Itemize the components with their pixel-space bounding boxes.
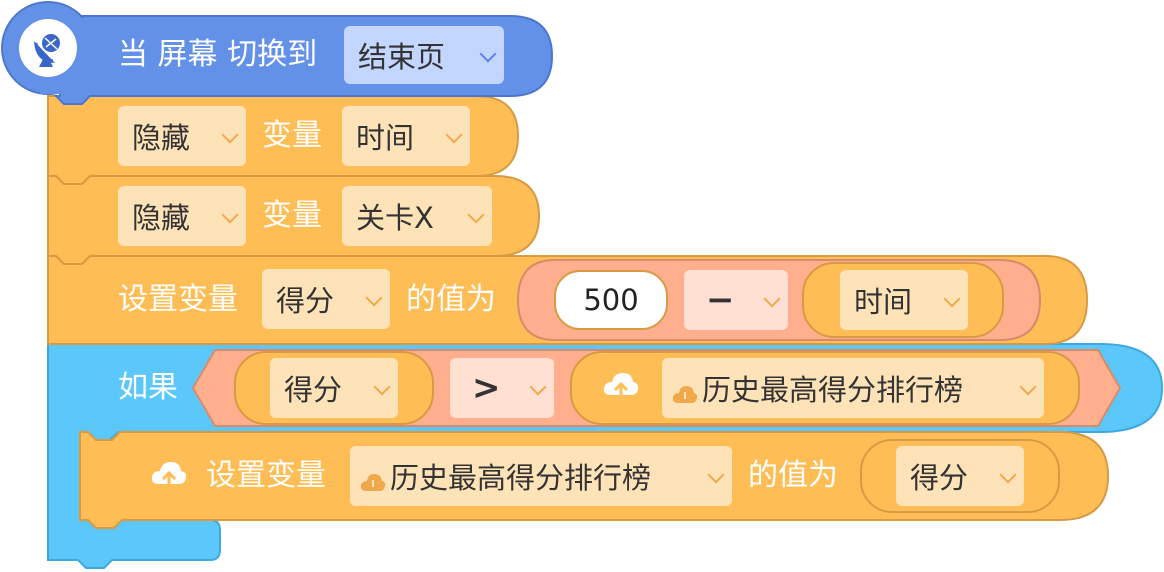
hide-action-dropdown[interactable]: 隐藏 — [118, 106, 246, 166]
variable-value: 时间 — [356, 121, 415, 155]
chevron-down-icon — [1019, 378, 1037, 396]
number-input-500[interactable]: 500 — [554, 270, 668, 330]
chevron-down-icon — [221, 206, 239, 224]
chevron-down-icon — [467, 206, 485, 224]
inner-set-label: 设置变量 — [206, 458, 326, 493]
operator-dropdown[interactable]: − — [684, 270, 788, 330]
satellite-dish-icon — [19, 19, 77, 77]
score-reporter-value: 得分 — [284, 373, 343, 407]
cloud-icon — [360, 466, 386, 491]
hide-action-dropdown-2[interactable]: 隐藏 — [118, 186, 246, 246]
chevron-down-icon — [529, 378, 547, 396]
score-reporter-dropdown[interactable]: 得分 — [270, 358, 398, 418]
chevron-down-icon — [221, 126, 239, 144]
variable-label-2: 变量 — [262, 198, 322, 233]
hide-action-value: 隐藏 — [132, 121, 191, 155]
chevron-down-icon — [373, 378, 391, 396]
variable-dropdown-time[interactable]: 时间 — [342, 106, 470, 166]
chevron-down-icon — [763, 290, 781, 308]
chevron-down-icon — [365, 289, 383, 307]
value-of-label: 的值为 — [406, 282, 496, 317]
chevron-down-icon — [479, 45, 497, 63]
inner-value-of-label: 的值为 — [748, 458, 838, 493]
chevron-down-icon — [943, 290, 961, 308]
chevron-down-icon — [707, 466, 725, 484]
chevron-down-icon — [999, 466, 1017, 484]
score-variable-value: 得分 — [276, 284, 335, 318]
leaderboard-dropdown[interactable]: 历史最高得分排行榜 — [662, 358, 1044, 418]
operator-value: − — [706, 280, 735, 320]
hide-action-value: 隐藏 — [132, 201, 191, 235]
inner-score-value: 得分 — [910, 461, 969, 495]
time-reporter-dropdown[interactable]: 时间 — [840, 270, 968, 330]
screen-dropdown-value: 结束页 — [358, 40, 446, 74]
comparator-dropdown[interactable]: > — [450, 358, 554, 418]
variable-dropdown-level[interactable]: 关卡X — [342, 186, 492, 246]
comparator-value: > — [472, 368, 501, 408]
set-variable-label: 设置变量 — [118, 282, 238, 317]
if-label: 如果 — [118, 370, 178, 405]
inner-leaderboard-value: 历史最高得分排行榜 — [390, 461, 652, 495]
time-reporter-value: 时间 — [854, 285, 913, 319]
chevron-down-icon — [445, 126, 463, 144]
inner-score-dropdown[interactable]: 得分 — [896, 446, 1024, 506]
event-label: 当 屏幕 切换到 — [118, 37, 318, 72]
variable-value: 关卡X — [356, 201, 434, 235]
variable-label: 变量 — [262, 118, 322, 153]
cloud-upload-icon — [602, 370, 640, 406]
leaderboard-value: 历史最高得分排行榜 — [702, 373, 964, 407]
score-variable-dropdown[interactable]: 得分 — [262, 269, 390, 329]
cloud-upload-icon — [150, 459, 188, 495]
cloud-icon — [672, 378, 698, 403]
inner-leaderboard-dropdown[interactable]: 历史最高得分排行榜 — [350, 446, 732, 506]
screen-dropdown[interactable]: 结束页 — [344, 26, 504, 84]
